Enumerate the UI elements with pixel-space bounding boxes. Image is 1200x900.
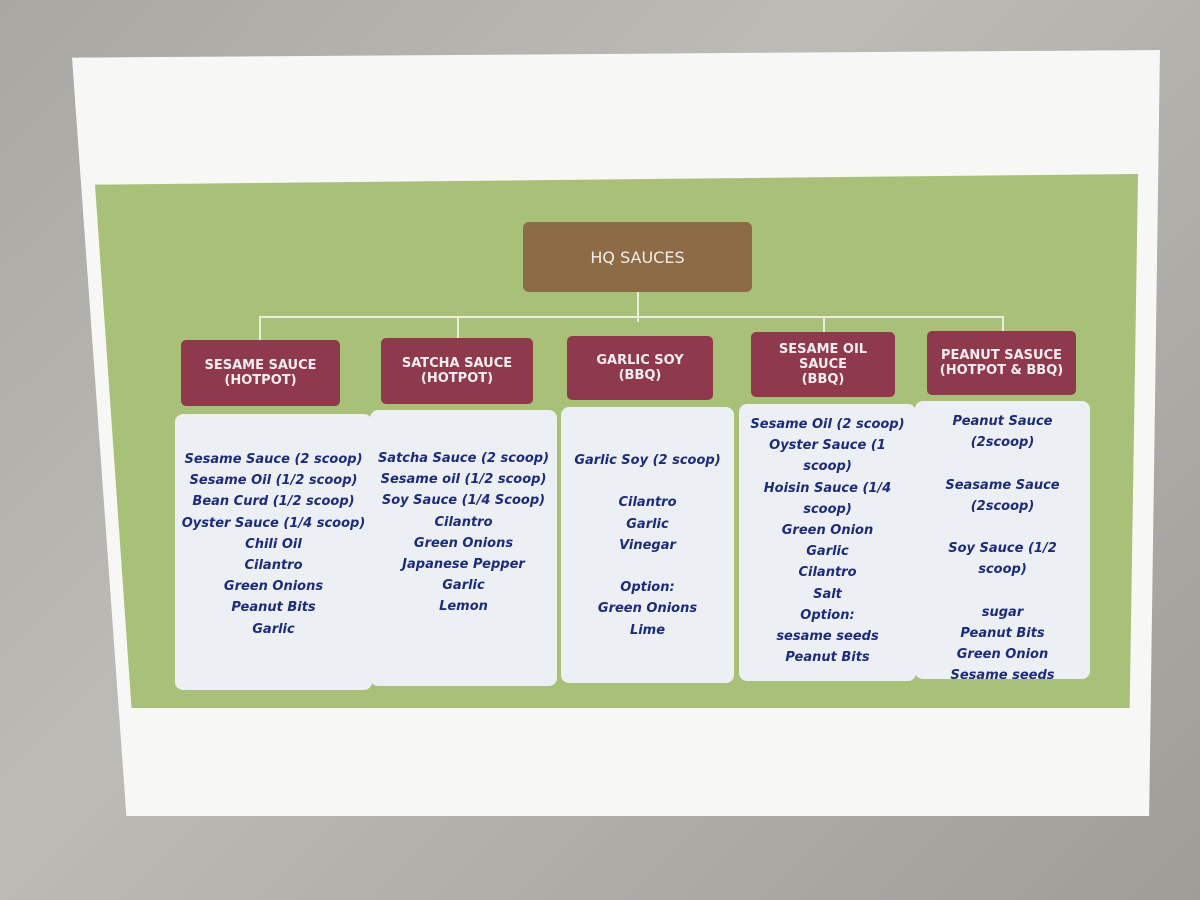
ingredient-item: Garlic <box>442 578 485 594</box>
ingredient-item: Oyster Sauce (1 scoop) <box>769 438 886 475</box>
ingredient-item: Peanut Bits <box>231 600 316 616</box>
ingredient-item: Soy Sauce (1/4 Scoop) <box>381 493 546 509</box>
ingredient-item: Sesame Oil (1/2 scoop) <box>189 473 358 489</box>
spacer <box>565 556 730 577</box>
ingredient-item: Lemon <box>439 599 488 615</box>
ingredient-item: Salt <box>813 586 842 602</box>
ingredient-item: Garlic <box>806 544 849 560</box>
connector-line <box>259 316 261 340</box>
ingredient-item: Vinegar <box>619 537 676 553</box>
ingredient-item: Green Onions <box>223 579 324 595</box>
connector-line <box>823 316 825 332</box>
ingredient-item: Japanese Pepper <box>402 557 525 573</box>
ingredient-item: Green Onion <box>781 523 874 539</box>
ingredient-item: Satcha Sauce (2 scoop) <box>377 451 550 466</box>
spacer <box>937 517 1068 538</box>
connector-line <box>259 316 1004 318</box>
ingredient-item: Lime <box>629 622 666 638</box>
ingredient-item: Cilantro <box>798 565 857 581</box>
ingredient-list: Satcha Sauce (2 scoop) Sesame oil (1/2 sc… <box>370 410 557 686</box>
ingredient-item: Garlic Soy (2 scoop) <box>574 453 721 468</box>
spacer <box>937 453 1068 474</box>
ingredient-item: Peanut Bits <box>785 650 870 666</box>
ingredient-item: Garlic <box>252 621 295 637</box>
ingredient-item: Option: <box>800 607 855 623</box>
ingredient-item: Green Onions <box>597 601 698 617</box>
ingredient-item: Green Onions <box>413 535 514 551</box>
spacer <box>937 581 1068 602</box>
ingredient-item: Cilantro <box>434 514 493 530</box>
ingredient-item: Sesame Oil (2 scoop) <box>750 417 905 432</box>
spacer <box>565 471 730 492</box>
sauce-header: SESAME SAUCE (HOTPOT) <box>181 340 340 406</box>
ingredient-item: Option: <box>620 580 675 596</box>
ingredient-list: Peanut Sauce (2scoop) Seasame Sauce (2sco… <box>915 401 1090 683</box>
ingredient-item: Green Onion <box>956 647 1049 663</box>
sauce-header: SESAME OIL SAUCE (BBQ) <box>751 332 895 397</box>
ingredient-item: Peanut Bits <box>960 625 1045 641</box>
connector-line <box>637 292 639 322</box>
diagram-title: HQ SAUCES <box>523 222 752 292</box>
connector-line <box>1002 316 1004 331</box>
ingredient-item: sugar <box>981 604 1024 620</box>
sauce-header: SATCHA SAUCE (HOTPOT) <box>381 338 533 404</box>
ingredient-item: Peanut Sauce (2scoop) <box>952 414 1053 451</box>
ingredient-item: Cilantro <box>618 495 677 511</box>
ingredient-item: sesame seeds <box>776 629 879 645</box>
ingredient-item: Sesame oil (1/2 scoop) <box>380 472 547 488</box>
sauce-header: PEANUT SASUCE (HOTPOT & BBQ) <box>927 331 1076 395</box>
ingredient-item: Oyster Sauce (1/4 scoop) <box>181 515 366 531</box>
ingredient-item: Bean Curd (1/2 scoop) <box>192 494 355 510</box>
connector-line <box>457 316 459 338</box>
ingredient-item: Sesame Sauce (2 scoop) <box>184 452 363 467</box>
sauce-header: GARLIC SOY (BBQ) <box>567 336 713 400</box>
ingredient-item: Sesame seeds <box>950 668 1055 684</box>
ingredient-list: Sesame Sauce (2 scoop) Sesame Oil (1/2 sc… <box>175 414 372 690</box>
ingredient-item: Seasame Sauce (2scoop) <box>945 477 1060 514</box>
ingredient-item: Hoisin Sauce (1/4 scoop) <box>763 480 892 517</box>
ingredient-item: Cilantro <box>244 558 303 574</box>
ingredient-list: Sesame Oil (2 scoop) Oyster Sauce (1 scoo… <box>739 404 916 681</box>
ingredient-item: Chili Oil <box>245 536 302 552</box>
ingredient-item: Soy Sauce (1/2 scoop) <box>948 541 1057 578</box>
ingredient-item: Garlic <box>626 516 669 532</box>
